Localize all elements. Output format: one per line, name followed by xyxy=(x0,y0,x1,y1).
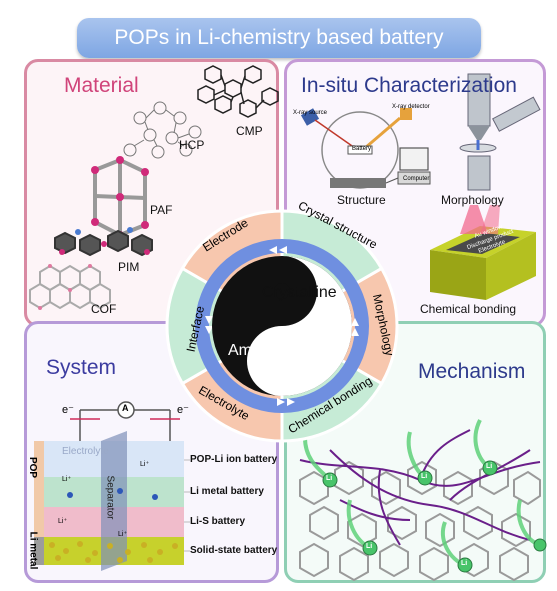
circuit xyxy=(70,401,180,441)
cell-stack xyxy=(34,431,184,571)
battery-type-2: Li metal battery xyxy=(190,486,264,497)
li-ion-2: Li⁺ xyxy=(140,461,150,468)
structure-label: Structure xyxy=(337,193,386,207)
li-ions xyxy=(322,460,547,573)
page-title: POPs in Li-chemistry based battery xyxy=(114,26,444,49)
li-ion-label-5: Li xyxy=(461,560,468,567)
ring-chevrons xyxy=(205,246,359,406)
amorphous-label: Amorphous xyxy=(228,342,310,359)
electron-left-label: e⁻ xyxy=(62,404,74,416)
battery-type-4: Solid-state battery xyxy=(190,545,278,556)
xray-source-label: X-ray source xyxy=(293,110,328,116)
mechanism-title: Mechanism xyxy=(418,360,526,383)
cmp-label: CMP xyxy=(236,124,263,138)
title-banner: POPs in Li-chemistry based battery xyxy=(77,18,481,58)
xray-detector-label: X-ray detector xyxy=(392,104,430,110)
paf-label: PAF xyxy=(150,203,173,217)
material-title: Material xyxy=(64,74,139,97)
morphology-label: Morphology xyxy=(441,193,504,207)
pim-label: PIM xyxy=(118,260,140,274)
framework-lattice xyxy=(299,460,541,582)
system-title: System xyxy=(46,356,117,379)
li-ion-label-3: Li xyxy=(486,463,493,470)
crystalline-label: Crystalline xyxy=(262,284,337,301)
hcp-label: HCP xyxy=(179,138,205,152)
arrow-ring xyxy=(195,239,369,413)
bonding-cell xyxy=(430,205,536,300)
li-ion-label-4: Li xyxy=(366,543,373,550)
li-ion-label-1: Li xyxy=(326,475,333,482)
chemical-bonding-label: Chemical bonding xyxy=(420,302,517,316)
cof-label: COF xyxy=(91,302,117,316)
cmp-molecule xyxy=(197,65,279,118)
computer-label: Computer xyxy=(403,176,430,182)
pim-molecule xyxy=(54,227,153,257)
li-ion-label-2: Li xyxy=(421,473,428,480)
xray-setup xyxy=(300,108,431,189)
li-ion-1: Li⁺ xyxy=(62,476,72,483)
insitu-title: In-situ Characterization xyxy=(301,74,517,97)
microscope xyxy=(459,73,541,191)
electron-right-label: e⁻ xyxy=(177,404,189,416)
battery-callouts xyxy=(184,459,190,552)
battery-label: Battery xyxy=(352,146,372,152)
battery-type-1: POP-Li ion battery xyxy=(190,454,278,465)
paf-structure xyxy=(91,156,149,239)
yin-yang-light xyxy=(247,256,352,396)
hcp-molecule xyxy=(123,101,202,159)
ammeter-label: A xyxy=(122,403,129,413)
molecule-glyphs xyxy=(67,488,158,500)
li-ion-3: Li⁺ xyxy=(58,518,68,525)
li-ion-4: Li⁺ xyxy=(118,531,128,538)
electrolyte-label: Electrolyte xyxy=(62,446,109,457)
battery-type-3: Li-S battery xyxy=(190,516,246,527)
